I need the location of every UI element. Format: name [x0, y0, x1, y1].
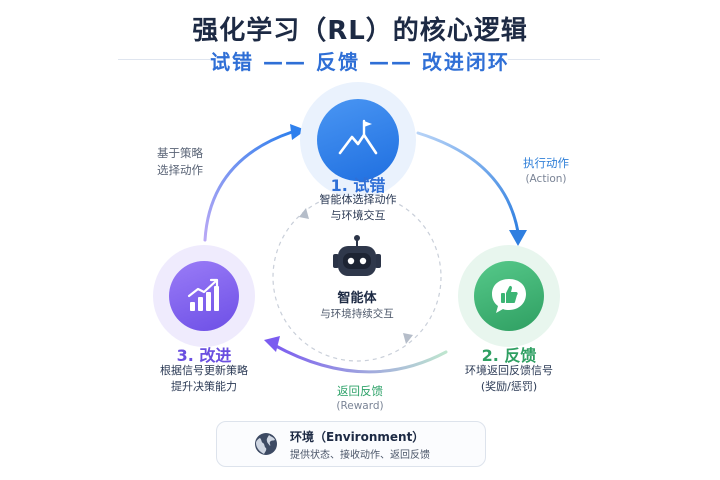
thumbs-up-chat-icon: [492, 279, 526, 313]
inner-ring-arrowhead-bottom: [403, 333, 413, 344]
subtitle-divider-right: [508, 59, 600, 60]
globe-icon: [255, 433, 277, 455]
edge-action-sub: (Action): [525, 173, 567, 185]
flag-mountain-icon: [338, 119, 378, 155]
step-trial-desc-line2: 与环境交互: [330, 209, 386, 222]
edge-reward-label: 返回反馈: [337, 384, 383, 398]
edge-arrow-action: [416, 131, 520, 234]
step-trial-desc-line1: 智能体选择动作: [319, 193, 397, 206]
step-improve-title: 3. 改进: [176, 346, 232, 365]
step-feedback-desc-line1: 环境返回反馈信号: [465, 364, 553, 377]
growth-chart-icon: [187, 278, 219, 311]
node-feedback: [474, 261, 544, 331]
edge-arrowhead-policy: [290, 124, 306, 140]
page-subtitle: 试错 —— 反馈 —— 改进闭环: [210, 50, 510, 74]
step-feedback-title: 2. 反馈: [481, 346, 537, 365]
step-improve-desc-line1: 根据信号更新策略: [160, 364, 248, 377]
edge-arrow-policy: [203, 130, 294, 242]
step-improve-desc-line2: 提升决策能力: [171, 380, 237, 393]
inner-ring-arrowhead-top: [299, 208, 309, 219]
environment-desc: 提供状态、接收动作、返回反馈: [290, 450, 430, 461]
edge-action-label: 执行动作: [523, 156, 569, 170]
edge-arrowhead-action: [509, 230, 527, 246]
node-improve: [169, 261, 239, 331]
environment-title: 环境（Environment）: [290, 430, 425, 444]
edge-reward-sub: (Reward): [336, 400, 384, 412]
subtitle-row: 试错 —— 反馈 —— 改进闭环: [0, 46, 720, 74]
edge-policy-label-line2: 选择动作: [157, 163, 203, 177]
center-agent-title: 智能体: [337, 291, 377, 306]
edge-arrow-reward: [272, 343, 448, 374]
edge-policy-label-line1: 基于策略: [157, 146, 203, 160]
step-feedback-desc-line2: (奖励/惩罚): [480, 380, 538, 393]
edge-arrowhead-reward: [264, 336, 280, 352]
robot-icon: [333, 235, 381, 276]
step-trial-title: 1. 试错: [330, 176, 386, 195]
page-title: 强化学习（RL）的核心逻辑: [192, 16, 528, 46]
subtitle-divider-left: [118, 59, 210, 60]
node-trial: [317, 99, 399, 181]
center-agent-desc: 与环境持续交互: [320, 308, 394, 320]
